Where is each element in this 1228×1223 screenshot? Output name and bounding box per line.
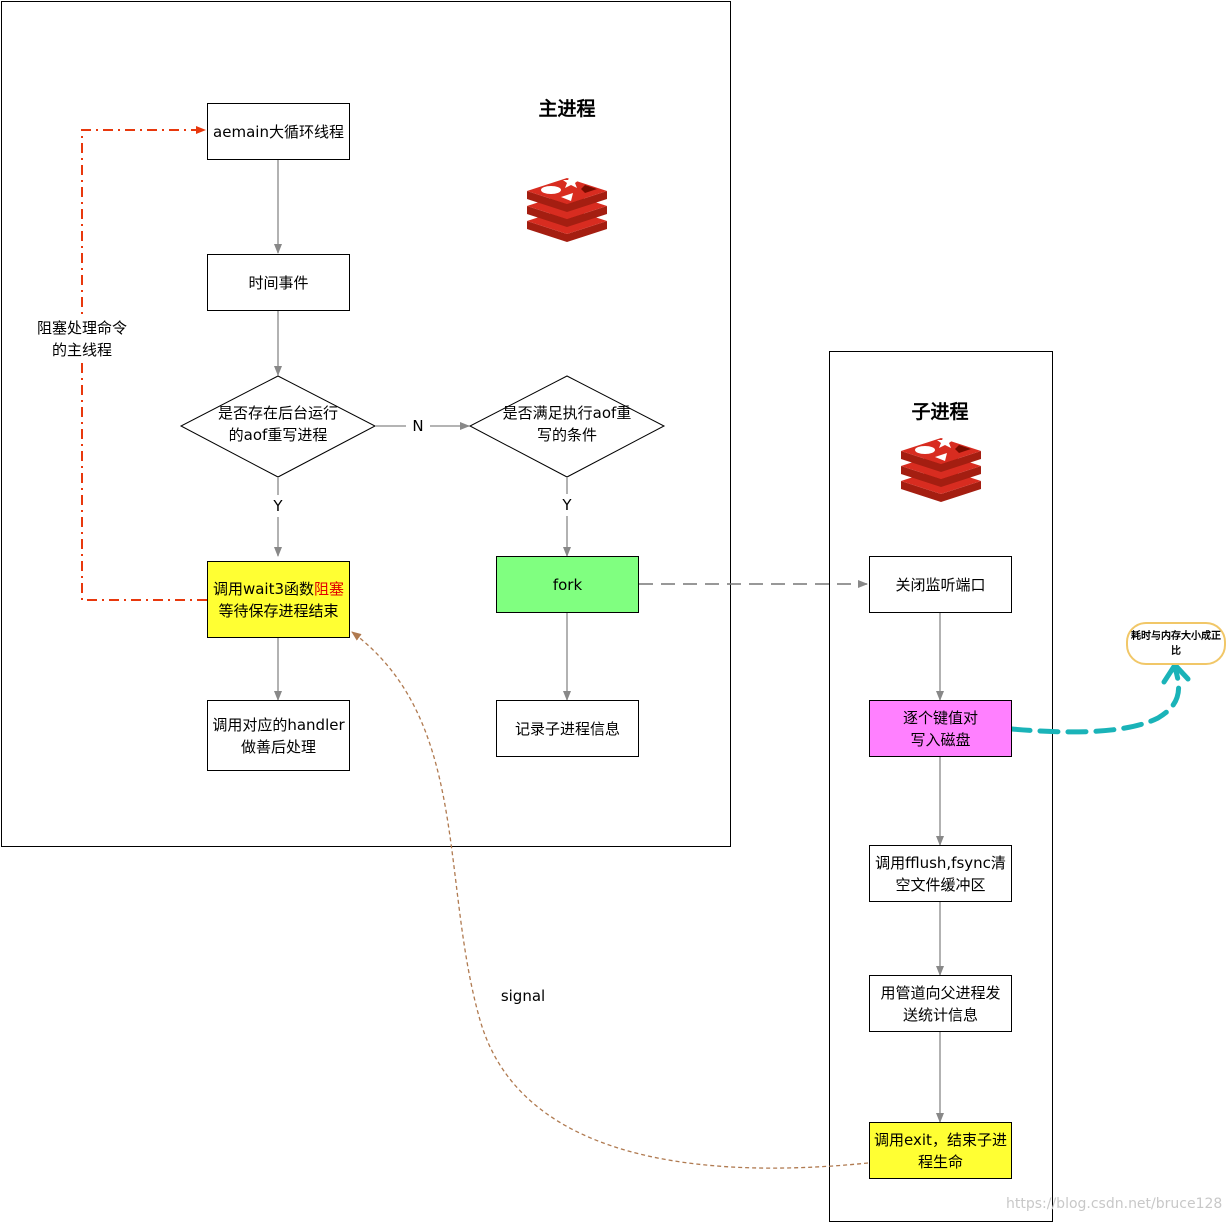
wait3-block-box: 调用wait3函数阻塞等待保存进程结束: [207, 561, 350, 638]
bg-rewrite-check-label: 是否存在后台运行的aof重写进程: [217, 404, 338, 444]
child-process-title: 子进程: [911, 401, 969, 423]
arrow-memory-note: [1009, 665, 1181, 735]
redis-logo-main: [527, 175, 607, 242]
fflush-box: 调用fflush,fsync清空文件缓冲区: [869, 845, 1012, 902]
main-process-title: 主进程: [538, 98, 596, 120]
diamond-bg-check: [179, 375, 377, 478]
redis-logo-child: [901, 435, 981, 502]
write-kv-box: 逐个键值对写入磁盘: [869, 700, 1012, 757]
memory-note: 耗时与内存大小成正比: [1126, 622, 1226, 665]
arrow-block-feedback: [81, 126, 207, 601]
label-n: N: [412, 417, 424, 435]
diamond-cond-check: [468, 375, 666, 478]
label-y-left: Y: [266, 495, 290, 517]
signal-label: signal: [500, 987, 546, 1005]
close-port-box: 关闭监听端口: [869, 556, 1012, 613]
block-note-label: 阻塞处理命令的主线程: [36, 319, 127, 359]
fork-box: fork: [496, 556, 639, 613]
pipe-send-box: 用管道向父进程发送统计信息: [869, 975, 1012, 1032]
exit-box: 调用exit，结束子进程生命: [869, 1122, 1012, 1179]
handler-box: 调用对应的handler做善后处理: [207, 700, 350, 771]
rewrite-condition-check-label: 是否满足执行aof重写的条件: [502, 404, 632, 444]
label-y-right: Y: [555, 494, 579, 516]
watermark: https://blog.csdn.net/bruce128: [1006, 1196, 1223, 1212]
aemain-loop-box: aemain大循环线程: [207, 103, 350, 160]
arrow-signal: [351, 631, 869, 1169]
record-child-box: 记录子进程信息: [496, 700, 639, 757]
time-event-box: 时间事件: [207, 254, 350, 311]
